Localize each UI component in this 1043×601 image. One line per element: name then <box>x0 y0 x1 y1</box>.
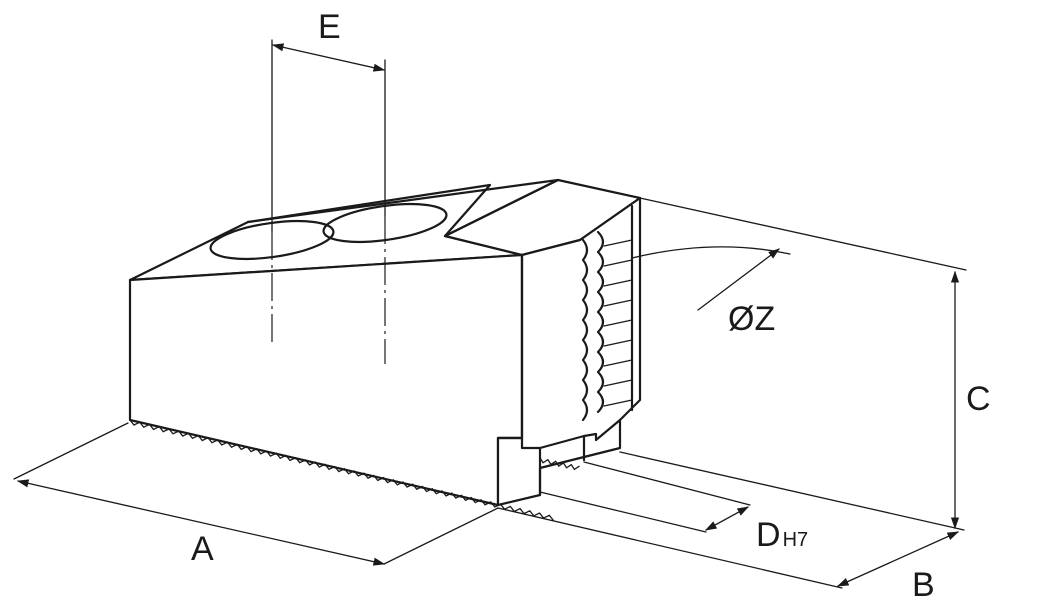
front-face <box>128 253 524 507</box>
mounting-hole-left <box>209 219 335 261</box>
dimension-a: A <box>13 422 499 568</box>
bottom-serration <box>129 419 554 521</box>
dimension-c: C <box>639 197 991 530</box>
jaw-body <box>128 178 642 521</box>
diameter-symbol: Ø <box>728 300 754 338</box>
label-e: E <box>318 8 341 46</box>
label-c: C <box>966 380 991 418</box>
dimension-z: ØZ <box>631 246 791 338</box>
dimension-e: E <box>271 8 386 233</box>
slot-serration <box>539 457 580 471</box>
label-a: A <box>191 530 214 568</box>
dimension-b: B <box>497 451 965 601</box>
label-z: ØZ <box>728 300 775 338</box>
label-d-sub: H7 <box>783 529 809 551</box>
mounting-hole-right <box>322 202 448 244</box>
end-teeth <box>581 204 634 422</box>
slot-step <box>496 436 542 497</box>
edge-ridge <box>443 178 560 238</box>
slot-inner-2 <box>582 418 622 442</box>
edge-top-back <box>246 178 560 224</box>
label-b: B <box>912 566 935 601</box>
